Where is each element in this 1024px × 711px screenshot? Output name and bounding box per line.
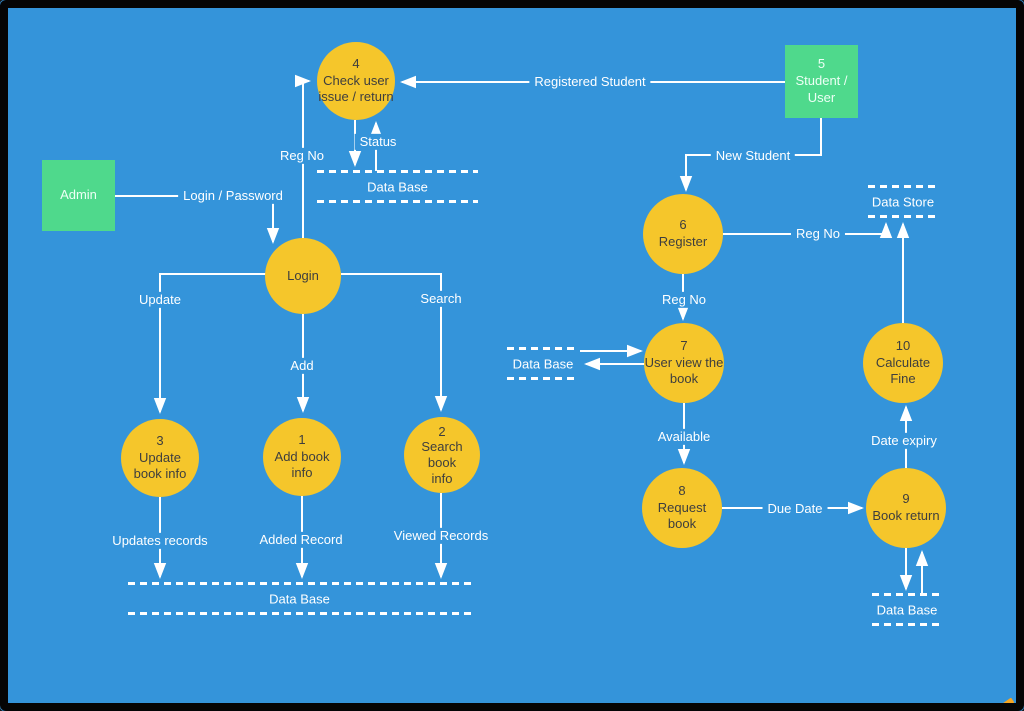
process-10-label: 10 Calculate Fine (875, 337, 931, 387)
process-login[interactable]: Login (265, 238, 341, 314)
datastore-label: Data Base (269, 591, 330, 606)
flow-register-to-datastore-regno (723, 222, 893, 238)
process-2-label: 2 Search book info (421, 423, 463, 486)
datastore-top-line (128, 582, 471, 585)
flow-label-due-date: Due Date (762, 500, 828, 518)
flow-label-reg-no-mid: Reg No (656, 291, 712, 309)
flow-login-to-update (153, 273, 266, 414)
flow-label-login-password: Login / Password (178, 187, 288, 205)
entity-student-user-label: 5 Student / User (795, 56, 848, 105)
datastore-label: Data Base (512, 356, 574, 371)
datastore-top-line (507, 347, 579, 350)
flow-label-registered-student: Registered Student (529, 73, 651, 91)
datastore-database-top[interactable]: Data Base (317, 170, 478, 203)
process-book-return[interactable]: 9 Book return (866, 468, 946, 548)
datastore-bottom-line (872, 623, 942, 626)
flow-label-viewed-records: Viewed Records (388, 527, 494, 545)
process-4-label: 4 Check user issue / return (318, 55, 394, 105)
datastore-label: Data Store (871, 194, 935, 209)
flow-label-reg-no-left: Reg No (274, 147, 330, 165)
process-calculate-fine[interactable]: 10 Calculate Fine (863, 323, 943, 403)
datastore-top-line (317, 170, 478, 173)
process-7-label: 7 User view the book (644, 337, 724, 387)
flow-label-new-student: New Student (710, 147, 796, 165)
flow-label-search: Search (415, 290, 467, 308)
process-update-book-info[interactable]: 3 Update book info (121, 419, 199, 497)
process-9-label: 9 Book return (872, 491, 940, 523)
datastore-label: Data Base (367, 179, 428, 194)
datastore-data-store-right[interactable]: Data Store (868, 185, 938, 218)
process-login-label: Login (287, 267, 319, 283)
process-search-book-info[interactable]: 2 Search book info (404, 417, 480, 493)
process-add-book-info[interactable]: 1 Add book info (263, 418, 341, 496)
flow-label-added-record: Added Record (254, 531, 348, 549)
entity-student-user[interactable]: 5 Student / User (785, 45, 858, 118)
flow-label-reg-no-store: Reg No (790, 225, 846, 243)
process-1-label: 1 Add book info (274, 431, 330, 481)
flow-label-status: Status (354, 133, 402, 151)
entity-admin[interactable]: Admin (42, 160, 115, 231)
datastore-bottom-line (507, 377, 579, 380)
datastore-top-line (872, 593, 942, 596)
entity-admin-label: Admin (60, 187, 97, 203)
datastore-bottom-line (317, 200, 478, 203)
flow-label-updates-records: Updates records (107, 532, 213, 550)
datastore-top-line (868, 185, 938, 188)
process-6-label: 6 Register (658, 217, 708, 249)
process-8-label: 8 Request book (657, 482, 707, 532)
flow-label-date-expiry: Date expiry (866, 432, 942, 450)
process-request-book[interactable]: 8 Request book (642, 468, 722, 548)
process-check-user-issue-return[interactable]: 4 Check user issue / return (317, 42, 395, 120)
datastore-database-bottom-left[interactable]: Data Base (128, 582, 471, 615)
flow-login-to-search (341, 273, 448, 412)
flow-label-add: Add (285, 357, 319, 375)
process-user-view-book[interactable]: 7 User view the book (644, 323, 724, 403)
flow-label-available: Available (652, 428, 716, 446)
process-register[interactable]: 6 Register (643, 194, 723, 274)
datastore-bottom-line (868, 215, 938, 218)
flow-login-to-check-regno (295, 74, 311, 239)
flow-label-update: Update (134, 291, 186, 309)
datastore-database-middle-left[interactable]: Data Base (507, 347, 579, 380)
datastore-bottom-line (128, 612, 471, 615)
process-3-label: 3 Update book info (133, 432, 187, 482)
datastore-label: Data Base (876, 602, 938, 617)
datastore-database-bottom-right[interactable]: Data Base (872, 593, 942, 626)
